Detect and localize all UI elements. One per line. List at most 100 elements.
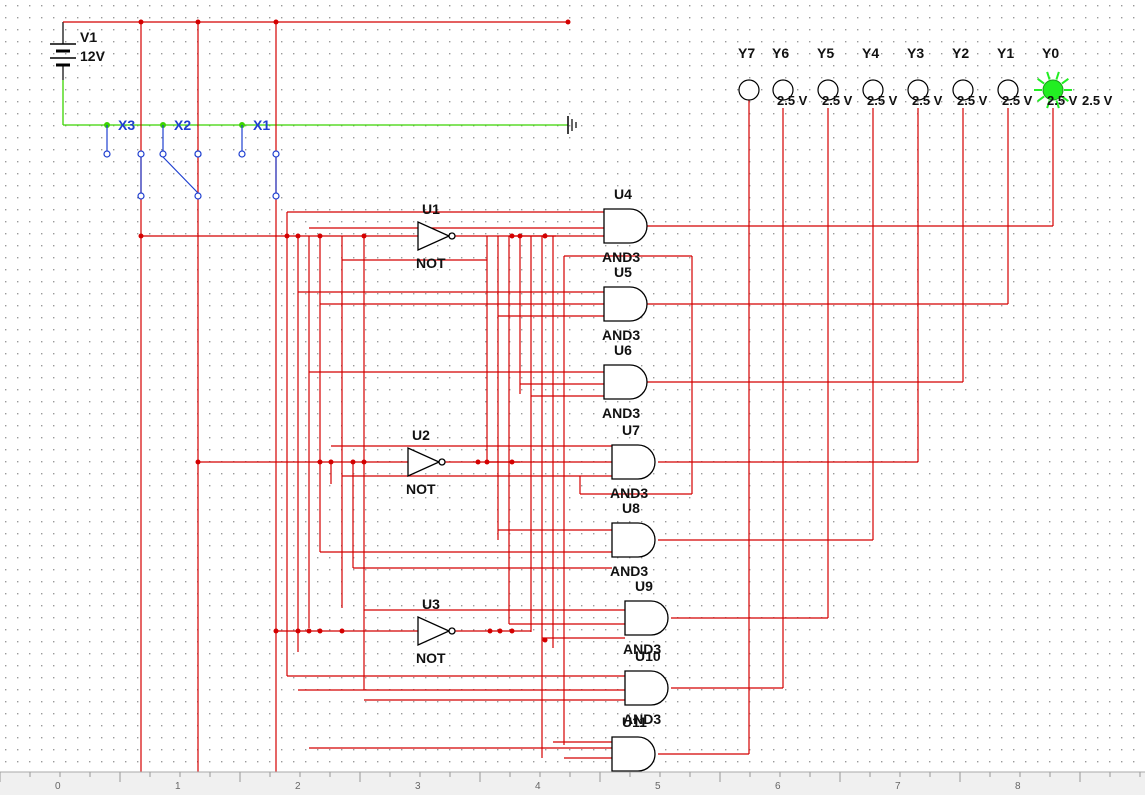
ruler-label: 8 <box>1015 781 1021 792</box>
and-gate-body <box>611 522 656 558</box>
lamp-glow-ray <box>1037 78 1045 85</box>
and-gate-name: U8 <box>622 500 640 516</box>
lamp-bulb <box>907 79 929 101</box>
and-gate-body <box>603 208 648 244</box>
inverter-body <box>417 615 451 647</box>
lamp-voltage: 2.5 V <box>1002 93 1033 108</box>
lamp-name: Y0 <box>1042 45 1059 61</box>
lamp-bulb-lit <box>1042 79 1064 101</box>
and-gate-type: AND3 <box>602 327 640 343</box>
battery-name: V1 <box>80 29 97 45</box>
and-gate-body <box>603 286 648 322</box>
lamp-y7[interactable]: Y7 <box>738 45 760 101</box>
inverter-type: NOT <box>406 481 436 497</box>
lamp-bulb <box>997 79 1019 101</box>
lamp-y0[interactable]: Y02.5 V <box>1034 45 1078 109</box>
junction-dot <box>317 233 323 239</box>
junction-dot <box>475 459 481 465</box>
switch-contact <box>194 192 202 200</box>
and-gate-body <box>603 364 648 400</box>
ruler-label: 7 <box>895 781 901 792</box>
and-gate-name: U4 <box>614 186 632 202</box>
switch-contact <box>194 150 202 158</box>
lamp-voltage: 2.5 V <box>867 93 898 108</box>
junction-dot <box>195 459 201 465</box>
and-gate-body <box>611 444 656 480</box>
and-gate-body <box>624 600 669 636</box>
switch-x2[interactable]: X2 <box>159 117 202 200</box>
lamp-glow-ray <box>1061 78 1069 85</box>
junction-dot <box>517 233 523 239</box>
lamp-voltage: 2.5 V <box>957 93 988 108</box>
junction-dot <box>350 459 356 465</box>
and-gate-name: U5 <box>614 264 632 280</box>
junction-dot <box>484 459 490 465</box>
lamp-glow-ray <box>1046 100 1051 109</box>
and-gate-body <box>611 736 656 772</box>
junction-dot <box>361 233 367 239</box>
switch-contact <box>159 150 167 158</box>
ruler-bar <box>0 772 1145 795</box>
switch-label: X3 <box>118 117 135 133</box>
junction-dot <box>295 628 301 634</box>
switch-label: X1 <box>253 117 270 133</box>
switch-contact <box>137 192 145 200</box>
lamp-y5[interactable]: Y52.5 V <box>817 45 853 108</box>
battery-v1[interactable] <box>50 22 76 80</box>
lamp-y6[interactable]: Y62.5 V <box>772 45 808 108</box>
and-gate-body <box>624 670 669 706</box>
lamp-bulb <box>817 79 839 101</box>
lamp-voltage: 2.5 V <box>912 93 943 108</box>
inverter-bubble <box>448 627 456 635</box>
lamp-bulb <box>772 79 794 101</box>
junction-dot <box>509 233 515 239</box>
lamp-voltage: 2.5 V <box>777 93 808 108</box>
lamp-bulb <box>738 79 760 101</box>
switch-x3[interactable]: X3 <box>103 117 145 200</box>
lamp-y1[interactable]: Y12.5 V <box>997 45 1033 108</box>
lamp-name: Y7 <box>738 45 755 61</box>
lamp-glow-ray <box>1055 71 1060 80</box>
switch-contact <box>238 150 246 158</box>
ruler-label: 5 <box>655 781 661 792</box>
junction-dot <box>284 233 290 239</box>
junction-dot <box>542 637 548 643</box>
lamp-y3[interactable]: Y32.5 V <box>907 45 943 108</box>
junction-dot <box>328 459 334 465</box>
junction-dot <box>542 233 548 239</box>
junction-dot <box>565 19 571 25</box>
switch-contact <box>272 192 280 200</box>
lamp-y2[interactable]: Y2 2.5 V <box>952 45 988 108</box>
lamp-name: Y2 <box>952 45 969 61</box>
switch-group: X3 X2 X1 <box>103 117 280 200</box>
and-gate-name: U6 <box>614 342 632 358</box>
inverter-bubble <box>438 458 446 466</box>
junction-dot <box>339 628 345 634</box>
and-gate-type: AND3 <box>610 563 648 579</box>
lamp-voltage-y0-extra: 2.5 V <box>1082 93 1113 108</box>
lamp-y4[interactable]: Y42.5 V <box>862 45 898 108</box>
switch-contact <box>103 150 111 158</box>
junction-dot <box>273 628 279 634</box>
and-gate-group: U4AND3U5AND3U6AND3U7AND3U8AND3U9AND3U10A… <box>602 186 669 793</box>
switch-contact <box>272 150 280 158</box>
and-gate-name: U9 <box>635 578 653 594</box>
junction-dot <box>509 628 515 634</box>
ground-symbol <box>567 116 577 134</box>
switch-x1[interactable]: X1 <box>238 117 280 200</box>
inverter-body <box>407 446 441 478</box>
switch-contact <box>137 150 145 158</box>
and-gate-name: U10 <box>635 648 661 664</box>
